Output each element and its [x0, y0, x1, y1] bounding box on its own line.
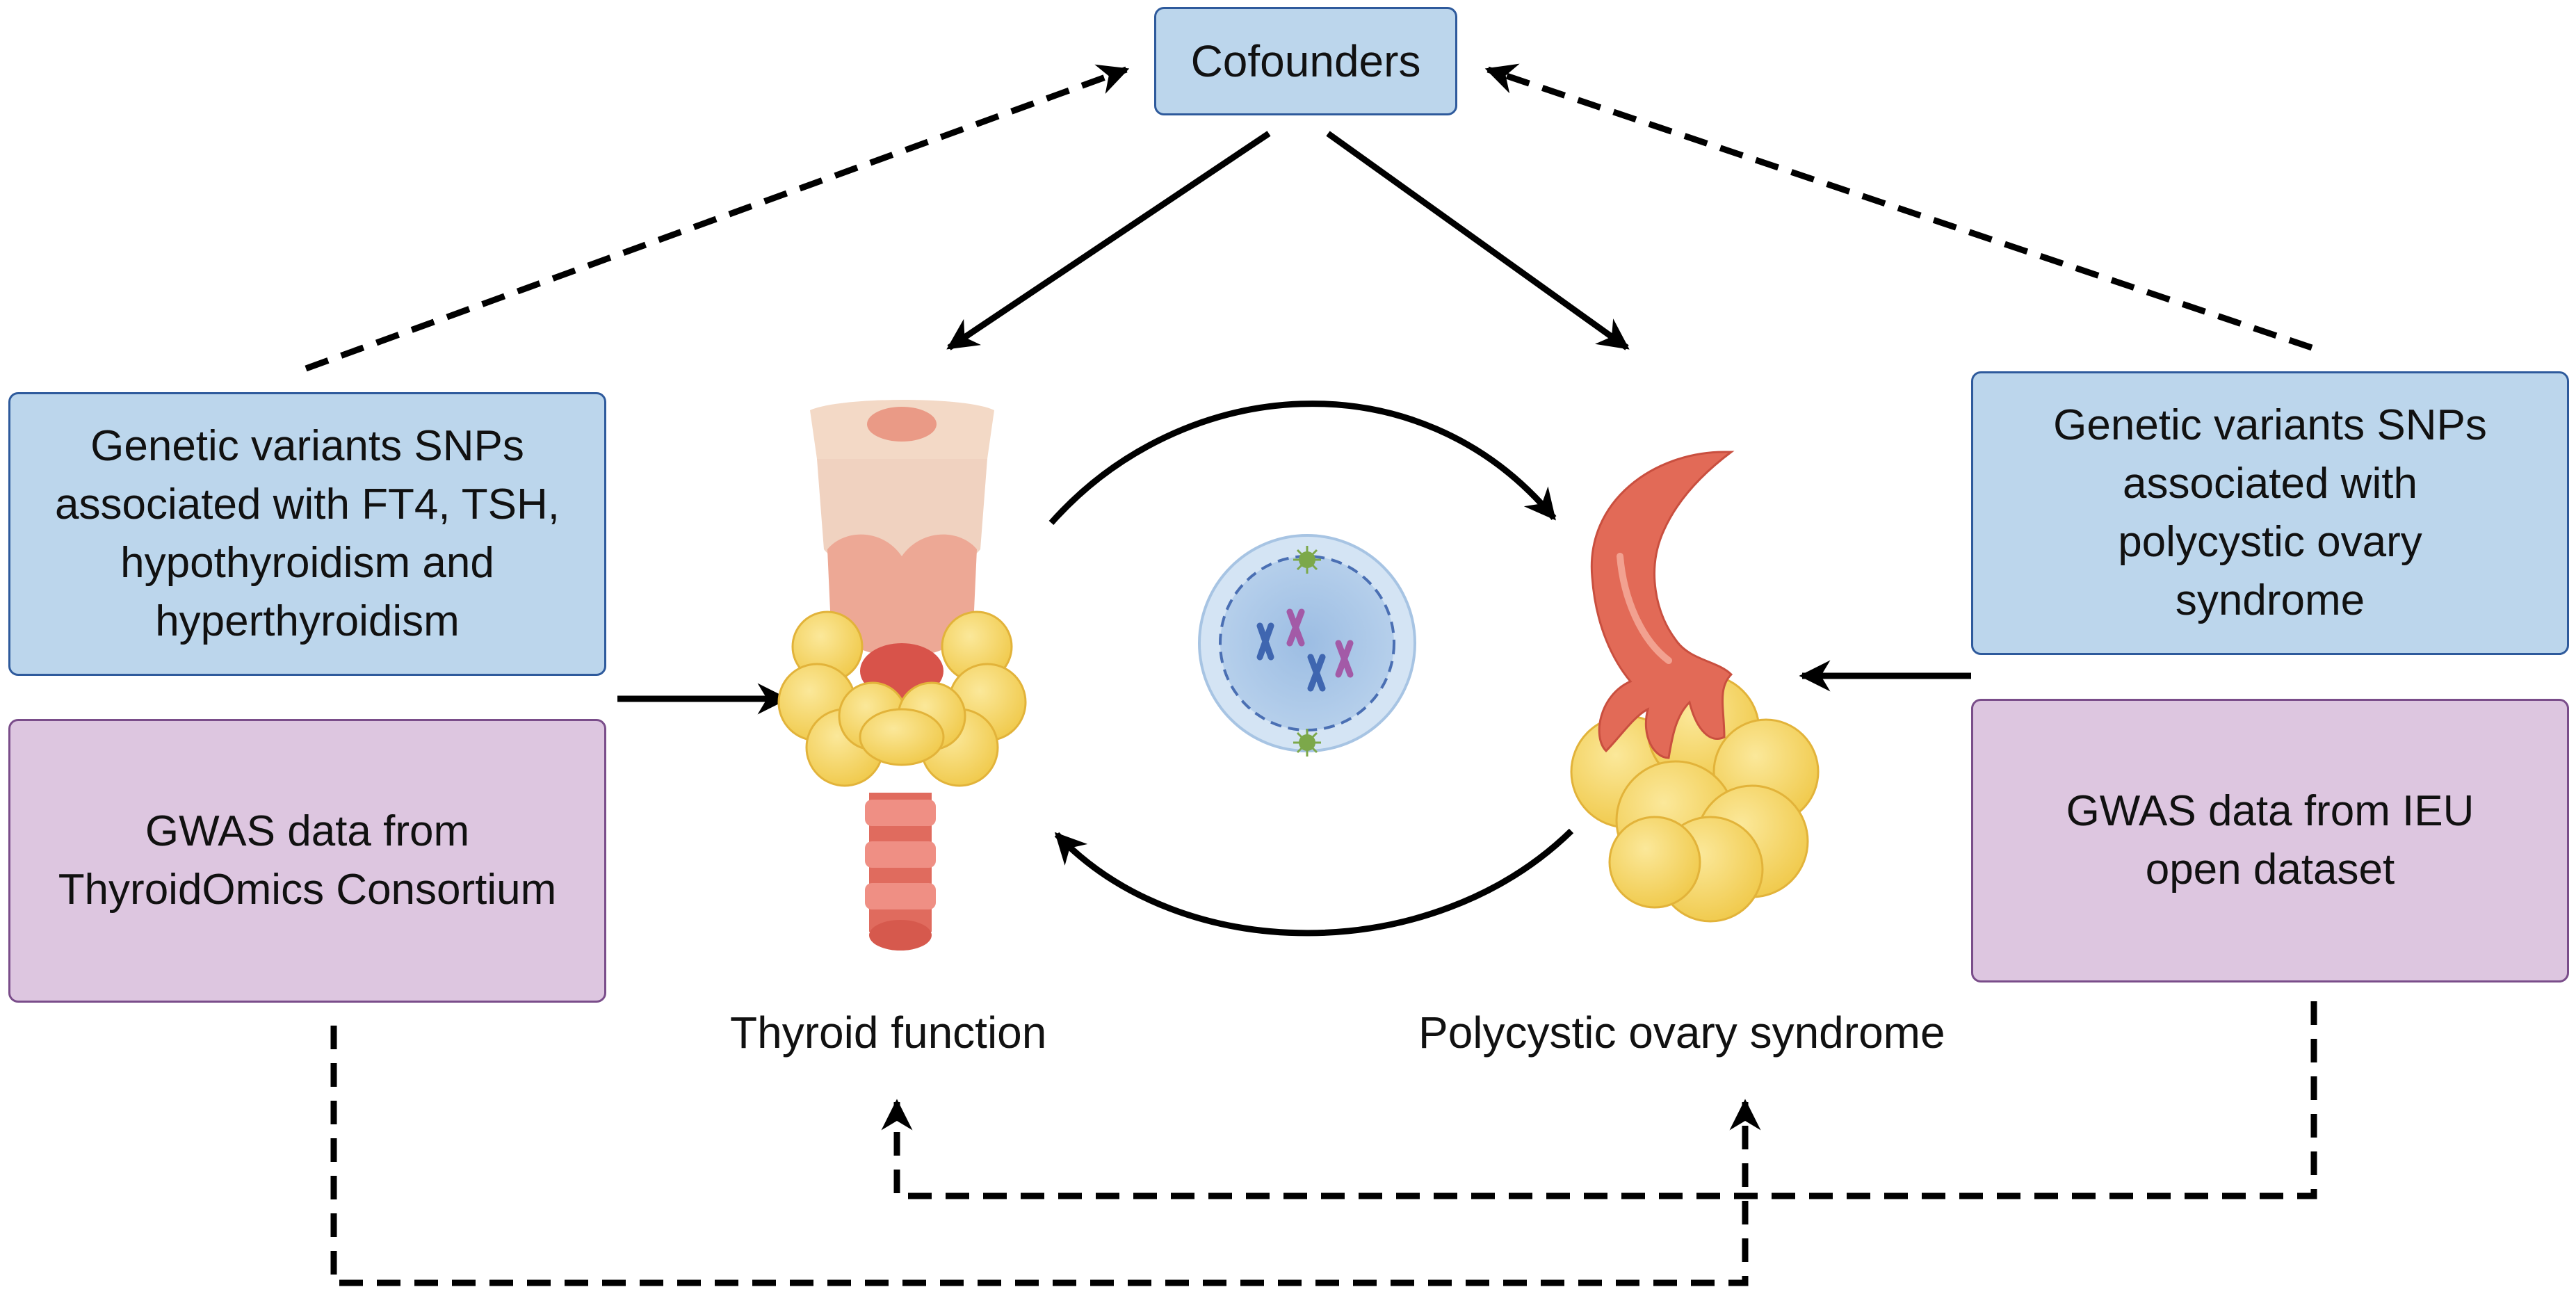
right-source-box: GWAS data from IEU open dataset	[1971, 699, 2569, 982]
thyroid-function-label: Thyroid function	[730, 1008, 1047, 1058]
left-exposure-line: hypothyroidism and	[120, 539, 494, 587]
right-exposure-line: associated with	[2123, 460, 2417, 508]
confounders-box: Cofounders	[1154, 7, 1457, 115]
arrow-confounders-to-pcos	[1326, 131, 1630, 350]
left-source-box: GWAS data from ThyroidOmics Consortium	[8, 719, 606, 1003]
right-exposure-line: syndrome	[2175, 576, 2365, 624]
pcos-label: Polycystic ovary syndrome	[1418, 1008, 1945, 1058]
right-source-line: GWAS data from IEU	[2066, 787, 2474, 835]
arrow-left-to-confounders	[305, 64, 1130, 372]
arrow-left-source-to-pcos	[330, 1026, 1761, 1286]
right-source-line: open dataset	[2145, 846, 2395, 893]
left-exposure-box: Genetic variants SNPs associated with FT…	[8, 392, 606, 676]
left-exposure-line: hyperthyroidism	[155, 597, 460, 645]
right-exposure-line: Genetic variants SNPs	[2053, 401, 2487, 449]
confounders-label: Cofounders	[1190, 36, 1421, 86]
left-exposure-line: Genetic variants SNPs	[90, 422, 524, 470]
cell-nucleus-icon	[1198, 534, 1416, 757]
left-source-line: GWAS data from	[145, 807, 470, 855]
right-exposure-box: Genetic variants SNPs associated with po…	[1971, 371, 2569, 655]
ovary-icon	[1570, 451, 1820, 923]
arrow-pcos-to-thyroid	[1054, 828, 1574, 937]
left-exposure-line: associated with FT4, TSH,	[55, 480, 560, 528]
arrow-right-source-to-thyroid	[881, 1001, 2317, 1199]
thyroid-gland-icon	[777, 400, 1027, 951]
arrow-right-to-confounders	[1484, 63, 2313, 351]
arrow-thyroid-to-pcos	[1048, 401, 1557, 525]
arrow-confounders-to-thyroid	[946, 131, 1271, 350]
right-exposure-line: polycystic ovary	[2118, 518, 2422, 566]
left-source-line: ThyroidOmics Consortium	[58, 866, 557, 914]
